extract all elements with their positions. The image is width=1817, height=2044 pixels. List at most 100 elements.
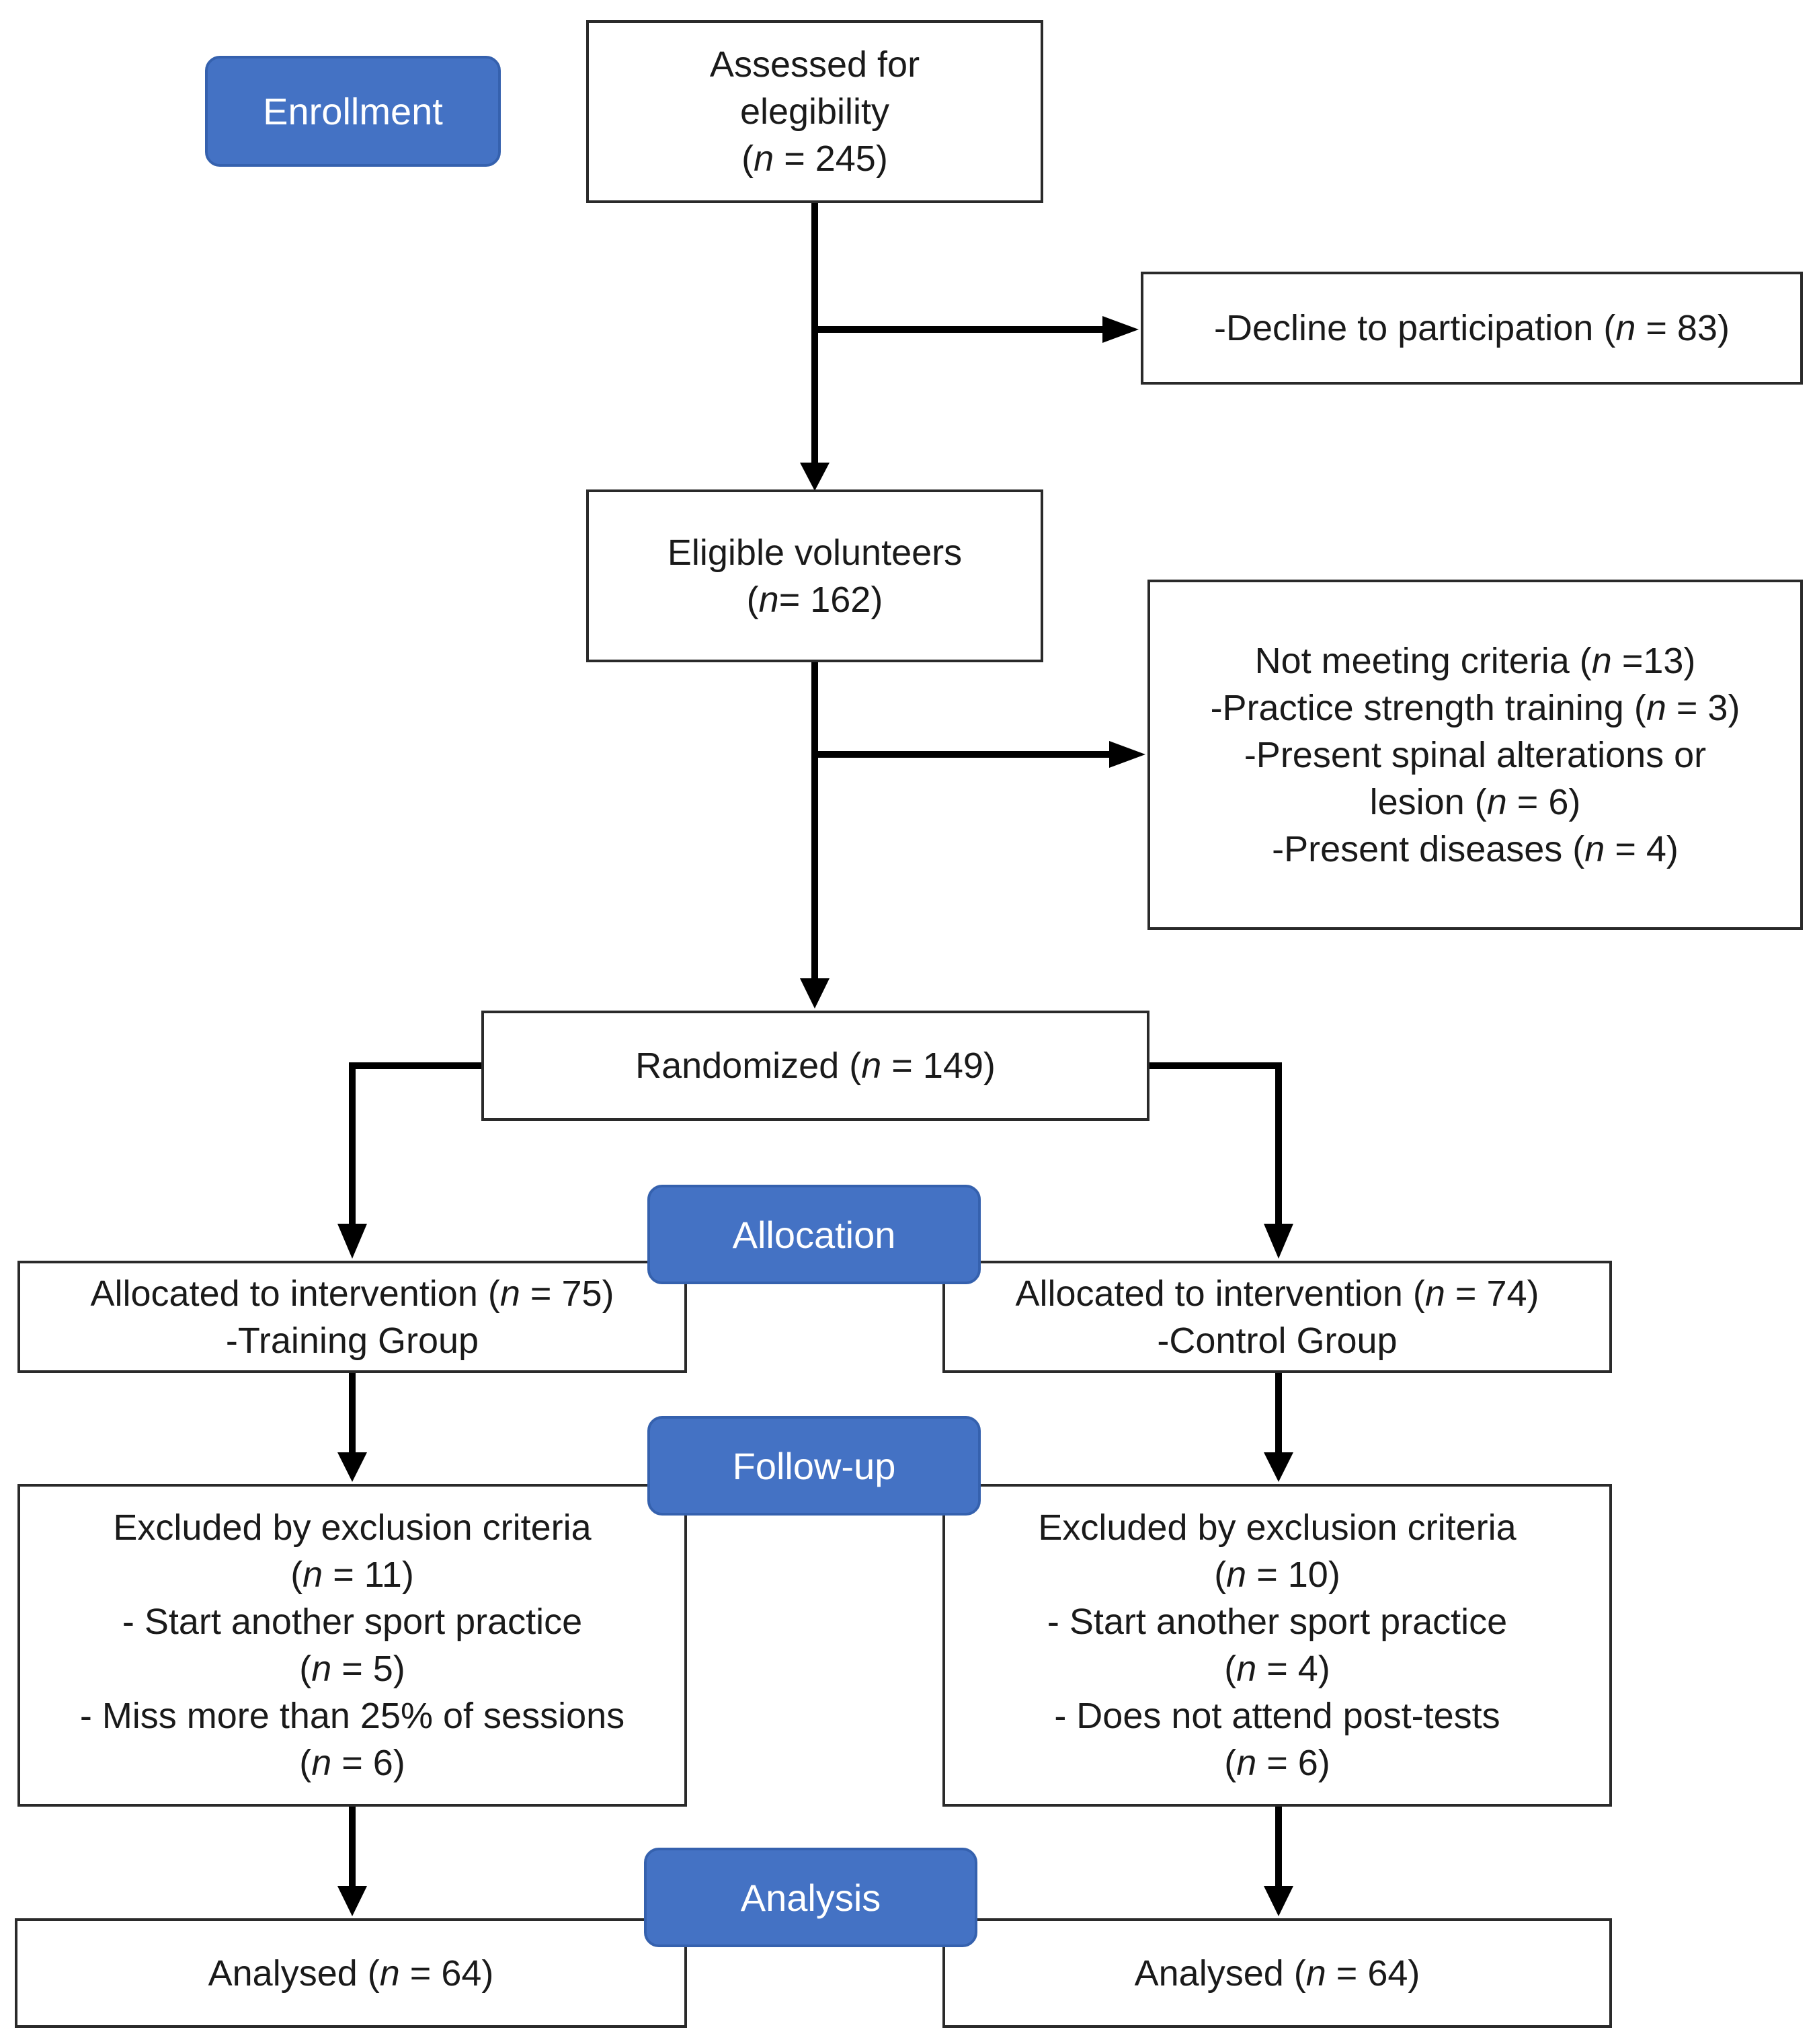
box-text-line: Analysed (n = 64) [1135,1950,1420,1997]
n-symbol: n [499,1273,520,1314]
text-segment: Allocated to intervention ( [1015,1273,1425,1314]
n-symbol: n [379,1953,400,1994]
box-text-line: -Present diseases (n = 4) [1272,826,1679,873]
text-segment: -Practice strength training ( [1210,687,1646,728]
follow-up-label: Follow-up [647,1416,981,1516]
enrollment-label: Enrollment [205,56,501,167]
box-text-line: -Practice strength training (n = 3) [1211,684,1740,732]
arrowhead-training-excluded [337,1452,367,1482]
text-segment: = 149) [881,1046,996,1086]
box-text-line: Assessed for [710,41,920,88]
text-segment: Randomized ( [635,1046,862,1086]
text-segment: = 64) [399,1953,494,1994]
box-text-line: -Present spinal alterations or [1244,732,1706,779]
text-segment: = 5) [331,1649,405,1689]
n-symbol: n [1646,687,1666,728]
text-segment: ( [1224,1743,1237,1783]
box-text-line: Excluded by exclusion criteria [1038,1504,1516,1551]
text-segment: = 83) [1636,308,1730,348]
text-segment: ( [1214,1555,1227,1595]
training-allocation-box: Allocated to intervention (n = 75)-Train… [17,1261,687,1373]
n-symbol: n [861,1046,882,1086]
box-text-line: Allocated to intervention (n = 74) [1016,1270,1539,1317]
text-segment: -Present diseases ( [1272,828,1585,869]
n-symbol: n [311,1743,332,1783]
declined-box: -Decline to participation (n = 83) [1141,272,1803,385]
text-segment: -Present spinal alterations or [1244,734,1707,775]
text-segment: - Does not attend post-tests [1054,1696,1500,1736]
text-segment: lesion ( [1369,781,1487,822]
text-segment: ( [299,1743,312,1783]
text-segment: = 11) [323,1555,414,1595]
box-text-line: - Start another sport practice [1047,1598,1507,1645]
text-segment: elegibility [739,91,890,132]
text-segment: = 245) [774,139,888,179]
box-text-line: Eligible volunteers [668,529,962,576]
box-text-line: (n = 245) [741,135,888,182]
box-text-line: Allocated to intervention (n = 75) [91,1270,614,1317]
text-segment: ( [1224,1649,1237,1689]
text-segment: -Training Group [225,1320,479,1361]
n-symbol: n [311,1649,332,1689]
arrow-randomized-to-training [349,1062,485,1227]
n-symbol: n [302,1555,323,1595]
training-excluded-box: Excluded by exclusion criteria(n = 11)- … [17,1484,687,1807]
box-text-line: (n= 162) [747,576,883,623]
text-segment: = 6) [1256,1743,1330,1783]
box-text-line: (n = 6) [299,1739,405,1786]
text-segment: = 74) [1445,1273,1539,1314]
text-segment: ( [290,1555,303,1595]
box-text-line: -Training Group [226,1317,479,1364]
box-text-line: - Start another sport practice [122,1598,582,1645]
n-symbol: n [1615,308,1636,348]
box-text-line: (n = 4) [1224,1645,1330,1692]
arrowhead-training-alloc [337,1224,367,1259]
text-segment: = 64) [1326,1953,1420,1994]
text-segment: = 4) [1256,1649,1330,1689]
text-segment: ( [741,139,754,179]
box-text-line: -Control Group [1157,1317,1397,1364]
n-symbol: n [1226,1555,1247,1595]
control-analysed-box: Analysed (n = 64) [942,1918,1612,2028]
text-segment: - Start another sport practice [1047,1602,1508,1642]
box-text-line: (n = 6) [1224,1739,1330,1786]
n-symbol: n [1584,828,1605,869]
text-segment: = 75) [520,1273,614,1314]
box-text-line: Excluded by exclusion criteria [113,1504,591,1551]
n-symbol: n [758,579,779,620]
text-segment: =13) [1611,640,1696,681]
text-segment: ( [299,1649,312,1689]
n-symbol: n [1236,1743,1257,1783]
text-segment: ( [746,579,759,620]
arrowhead-randomized [800,978,830,1009]
text-segment: - Start another sport practice [122,1602,583,1642]
n-symbol: n [1424,1273,1445,1314]
box-text-line: (n = 11) [290,1551,414,1598]
box-text-line: (n = 10) [1214,1551,1340,1598]
n-symbol: n [754,139,774,179]
text-segment: = 162) [778,579,883,620]
box-text-line: - Does not attend post-tests [1054,1692,1500,1739]
box-text-line: Not meeting criteria (n =13) [1255,637,1696,684]
text-segment: = 10) [1246,1555,1340,1595]
allocation-label: Allocation [647,1185,981,1284]
text-segment: Eligible volunteers [667,532,963,573]
arrowhead-control-analysed [1264,1886,1293,1916]
box-text-line: Analysed (n = 64) [208,1950,494,1997]
box-text-line: Randomized (n = 149) [635,1042,996,1089]
not-meeting-criteria-box: Not meeting criteria (n =13)-Practice st… [1147,580,1803,930]
n-symbol: n [1486,781,1507,822]
text-segment: Analysed ( [208,1953,380,1994]
text-segment: -Control Group [1157,1320,1398,1361]
box-text-line: - Miss more than 25% of sessions [80,1692,624,1739]
arrow-randomized-to-control [1146,1062,1282,1227]
n-symbol: n [1305,1953,1326,1994]
text-segment: Allocated to intervention ( [90,1273,500,1314]
randomized-box: Randomized (n = 149) [481,1011,1149,1121]
text-segment: Not meeting criteria ( [1254,640,1592,681]
arrowhead-training-analysed [337,1886,367,1916]
text-segment: - Miss more than 25% of sessions [79,1696,625,1736]
training-analysed-box: Analysed (n = 64) [15,1918,687,2028]
